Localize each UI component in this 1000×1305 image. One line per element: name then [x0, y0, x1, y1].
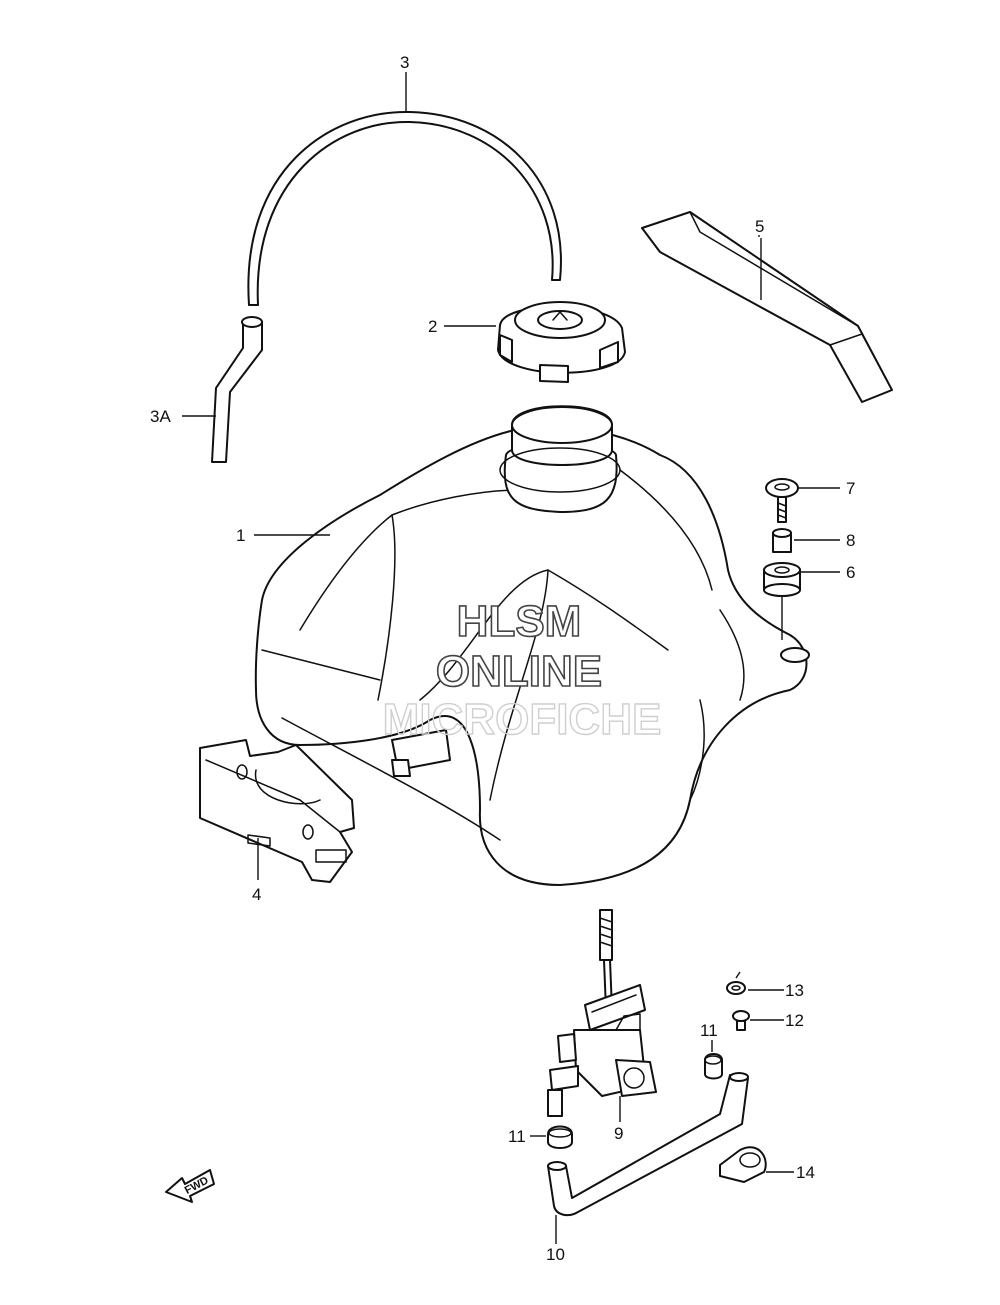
watermark-line-1: HLSM: [457, 597, 582, 646]
hose-clamp-upper: [704, 1053, 723, 1080]
callout-8: 8: [846, 531, 855, 550]
rubber-cushion: [763, 562, 801, 597]
fuel-tank: [254, 405, 810, 886]
callout-4: 4: [252, 885, 261, 904]
callout-12: 12: [785, 1011, 804, 1030]
callout-3a: 3A: [150, 407, 171, 426]
hose-clip: [719, 1146, 767, 1183]
callout-11-lower: 11: [508, 1127, 526, 1146]
breather-hose-end: [211, 316, 263, 463]
screw: [732, 1010, 750, 1031]
tank-cushion-strip: [641, 211, 893, 403]
fuel-valve: [547, 909, 657, 1117]
callout-3: 3: [400, 53, 409, 72]
callout-14: 14: [796, 1163, 815, 1182]
watermark: HLSM ONLINE MICROFICHE: [382, 596, 662, 745]
small-nut: [726, 981, 746, 995]
callout-7: 7: [846, 479, 855, 498]
callout-2: 2: [428, 317, 437, 336]
watermark-line-2: ONLINE: [436, 647, 602, 696]
callout-6: 6: [846, 563, 855, 582]
leader-lines: [182, 72, 840, 1244]
callout-labels: 3 3A 2 5 1 7 8 6 4 13 12 11 9 11 14 10: [150, 53, 855, 1264]
forward-arrow-icon: FWD: [165, 1169, 215, 1203]
mounting-bolt: [765, 478, 799, 523]
breather-hose: [247, 110, 562, 306]
hose-clamp-lower: [547, 1125, 573, 1149]
watermark-line-3: MICROFICHE: [383, 695, 662, 744]
callout-11-upper: 11: [700, 1021, 718, 1040]
callout-9: 9: [614, 1124, 623, 1143]
callout-1: 1: [236, 526, 245, 545]
fuel-cap: [497, 301, 626, 383]
callout-5: 5: [755, 217, 764, 236]
tank-bracket: [199, 739, 355, 883]
callout-13: 13: [785, 981, 804, 1000]
fuel-hose: [547, 1072, 749, 1217]
callout-10: 10: [546, 1245, 565, 1264]
mounting-collar: [772, 528, 792, 553]
